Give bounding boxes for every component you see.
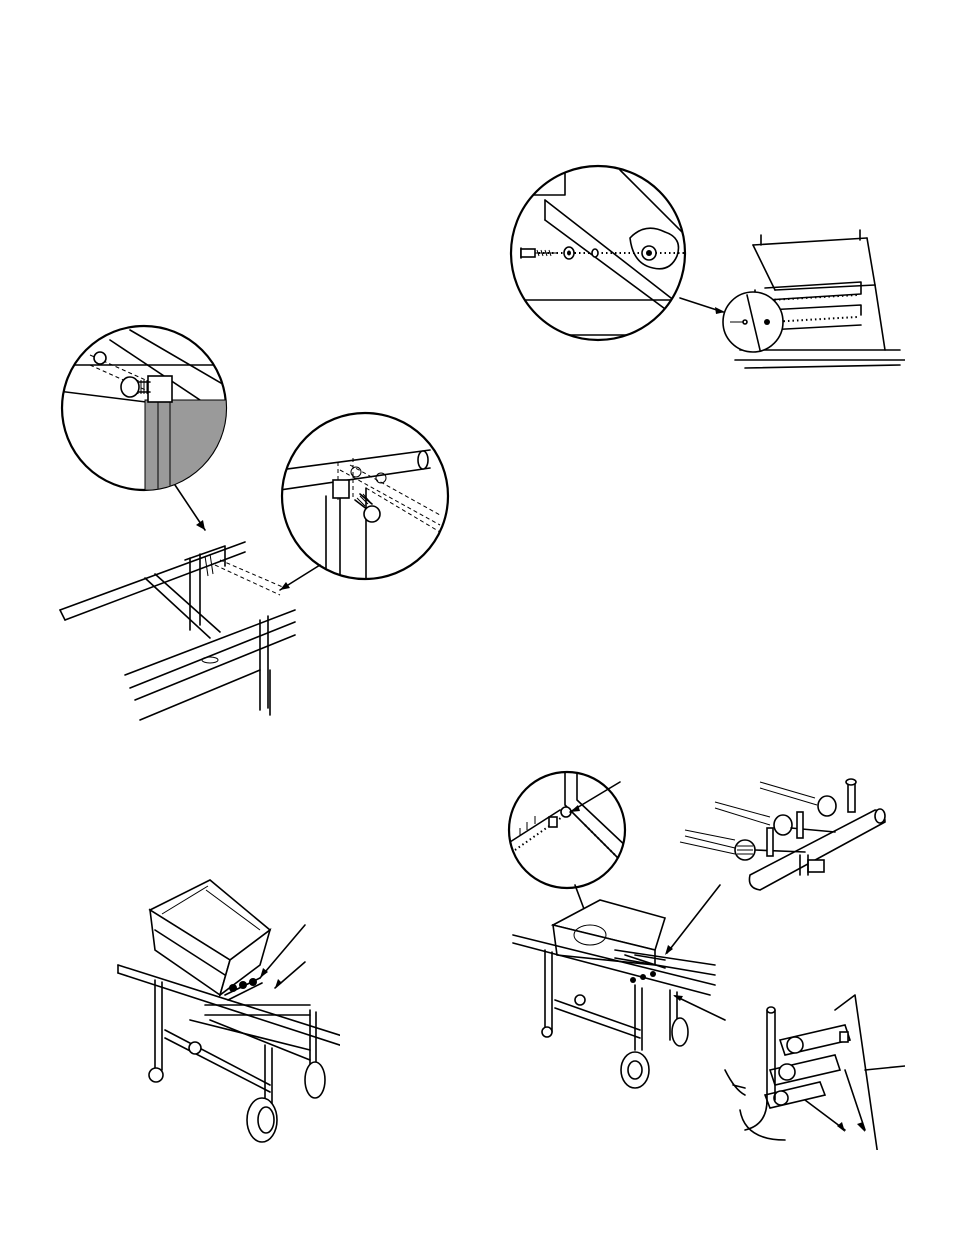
- firebox-small-detail-circle: [723, 292, 783, 352]
- burner-valve-2: [715, 802, 835, 838]
- cart-wheel: [247, 1062, 325, 1142]
- cart-wheel: [621, 1018, 688, 1088]
- frame-rails: [60, 542, 295, 720]
- cart-with-firebox: [513, 885, 725, 1088]
- burner-insertion-detail: [725, 995, 905, 1150]
- burner-valve-3: [760, 779, 856, 816]
- bolt-washer-detail-circle: [505, 166, 725, 340]
- right-bolt-detail-circle: [280, 413, 448, 590]
- left-bolt-detail-circle: [50, 326, 250, 530]
- firebox-tilted: [150, 880, 270, 995]
- burner-installation-illustration: [505, 770, 905, 1150]
- burner-tubes-top: [680, 779, 885, 890]
- frame-assembly-illustration: [50, 320, 470, 730]
- firebox-bolt-illustration: [505, 160, 905, 380]
- cart-firebox-illustration: [110, 870, 340, 1150]
